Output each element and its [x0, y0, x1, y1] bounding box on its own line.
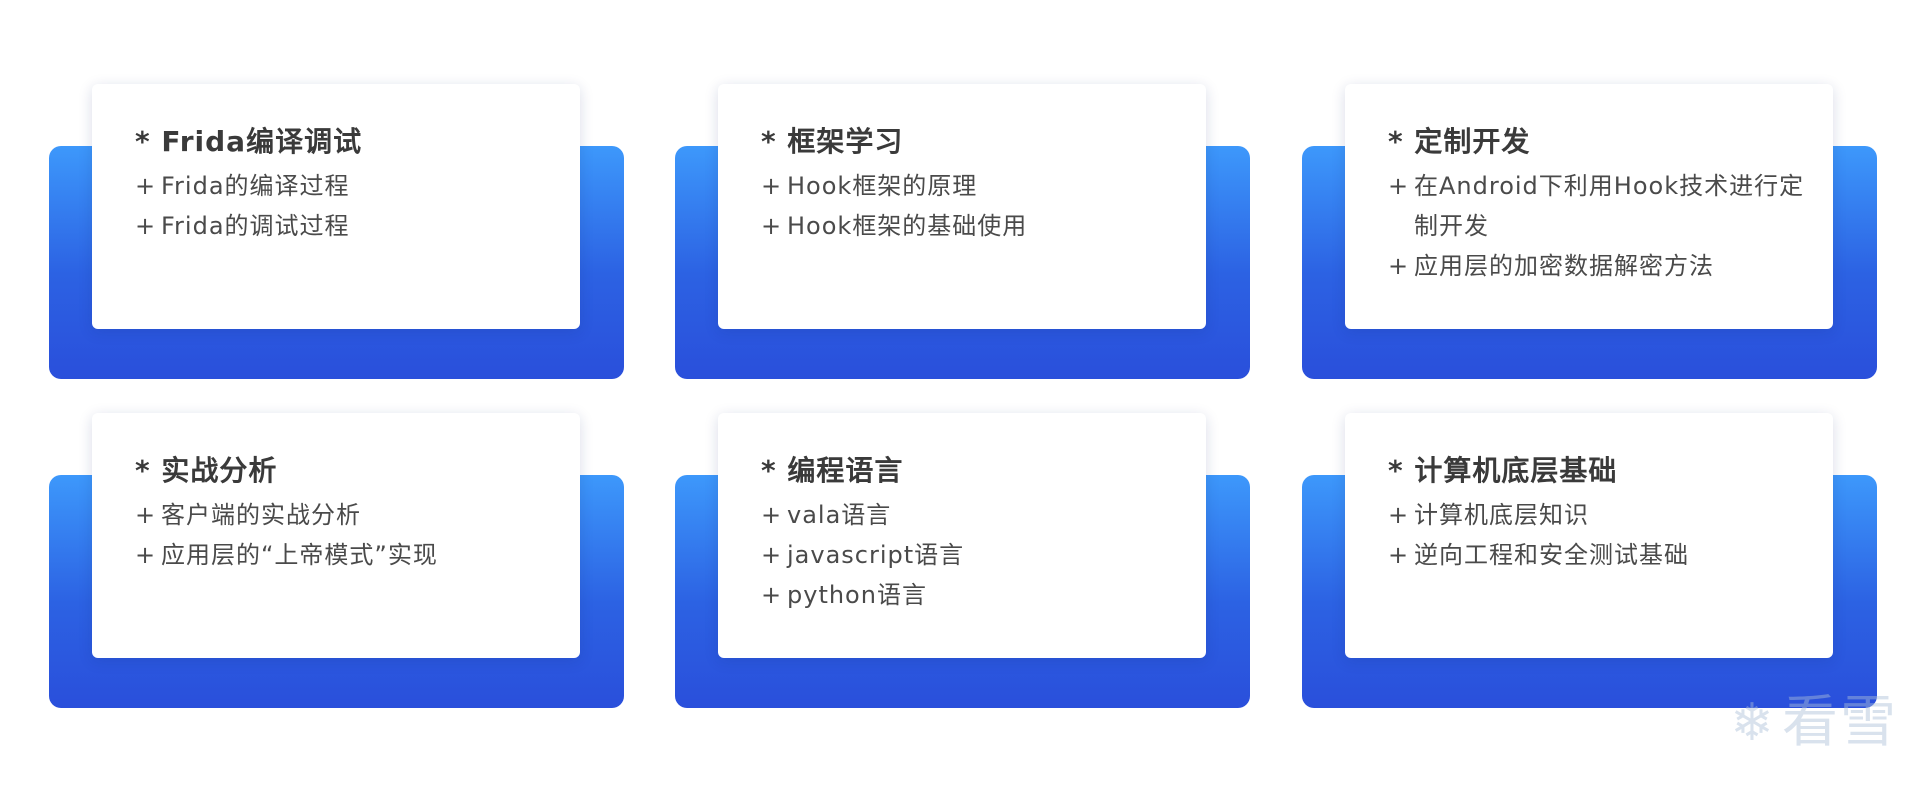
- watermark: ❄ 看雪: [1730, 690, 1898, 755]
- card-computer-fundamentals: * 计算机底层基础 计算机底层知识 逆向工程和安全测试基础: [1302, 413, 1877, 708]
- card-programming-languages: * 编程语言 vala语言 javascript语言 python语言: [675, 413, 1250, 708]
- card-item-list: 客户端的实战分析 应用层的“上帝模式”实现: [135, 495, 560, 575]
- list-item: python语言: [761, 575, 1186, 615]
- list-item: 在Android下利用Hook技术进行定制开发: [1388, 166, 1813, 246]
- list-item: Hook框架的原理: [761, 166, 1186, 206]
- card-item-list: 计算机底层知识 逆向工程和安全测试基础: [1388, 495, 1813, 575]
- card-framework-learning: * 框架学习 Hook框架的原理 Hook框架的基础使用: [675, 84, 1250, 379]
- watermark-text: 看雪: [1782, 690, 1898, 755]
- card-item-list: Hook框架的原理 Hook框架的基础使用: [761, 166, 1186, 246]
- card-panel: * Frida编译调试 Frida的编译过程 Frida的调试过程: [92, 84, 580, 329]
- card-item-list: Frida的编译过程 Frida的调试过程: [135, 166, 560, 246]
- list-item: vala语言: [761, 495, 1186, 535]
- list-item: 应用层的加密数据解密方法: [1388, 246, 1813, 286]
- card-panel: * 计算机底层基础 计算机底层知识 逆向工程和安全测试基础: [1345, 413, 1833, 658]
- card-practical-analysis: * 实战分析 客户端的实战分析 应用层的“上帝模式”实现: [49, 413, 624, 708]
- list-item: Hook框架的基础使用: [761, 206, 1186, 246]
- card-panel: * 定制开发 在Android下利用Hook技术进行定制开发 应用层的加密数据解…: [1345, 84, 1833, 329]
- card-title: * Frida编译调试: [135, 125, 363, 158]
- list-item: 应用层的“上帝模式”实现: [135, 535, 560, 575]
- card-title: * 计算机底层基础: [1388, 454, 1618, 487]
- card-title: * 编程语言: [761, 454, 904, 487]
- card-frida-compile-debug: * Frida编译调试 Frida的编译过程 Frida的调试过程: [49, 84, 624, 379]
- card-item-list: 在Android下利用Hook技术进行定制开发 应用层的加密数据解密方法: [1388, 166, 1813, 286]
- list-item: 客户端的实战分析: [135, 495, 560, 535]
- list-item: Frida的编译过程: [135, 166, 560, 206]
- card-item-list: vala语言 javascript语言 python语言: [761, 495, 1186, 615]
- snowflake-icon: ❄: [1730, 693, 1774, 753]
- card-panel: * 编程语言 vala语言 javascript语言 python语言: [718, 413, 1206, 658]
- card-title: * 框架学习: [761, 125, 904, 158]
- list-item: 逆向工程和安全测试基础: [1388, 535, 1813, 575]
- list-item: javascript语言: [761, 535, 1186, 575]
- card-title: * 定制开发: [1388, 125, 1531, 158]
- card-title: * 实战分析: [135, 454, 278, 487]
- list-item: Frida的调试过程: [135, 206, 560, 246]
- list-item: 计算机底层知识: [1388, 495, 1813, 535]
- card-panel: * 实战分析 客户端的实战分析 应用层的“上帝模式”实现: [92, 413, 580, 658]
- card-panel: * 框架学习 Hook框架的原理 Hook框架的基础使用: [718, 84, 1206, 329]
- card-custom-development: * 定制开发 在Android下利用Hook技术进行定制开发 应用层的加密数据解…: [1302, 84, 1877, 379]
